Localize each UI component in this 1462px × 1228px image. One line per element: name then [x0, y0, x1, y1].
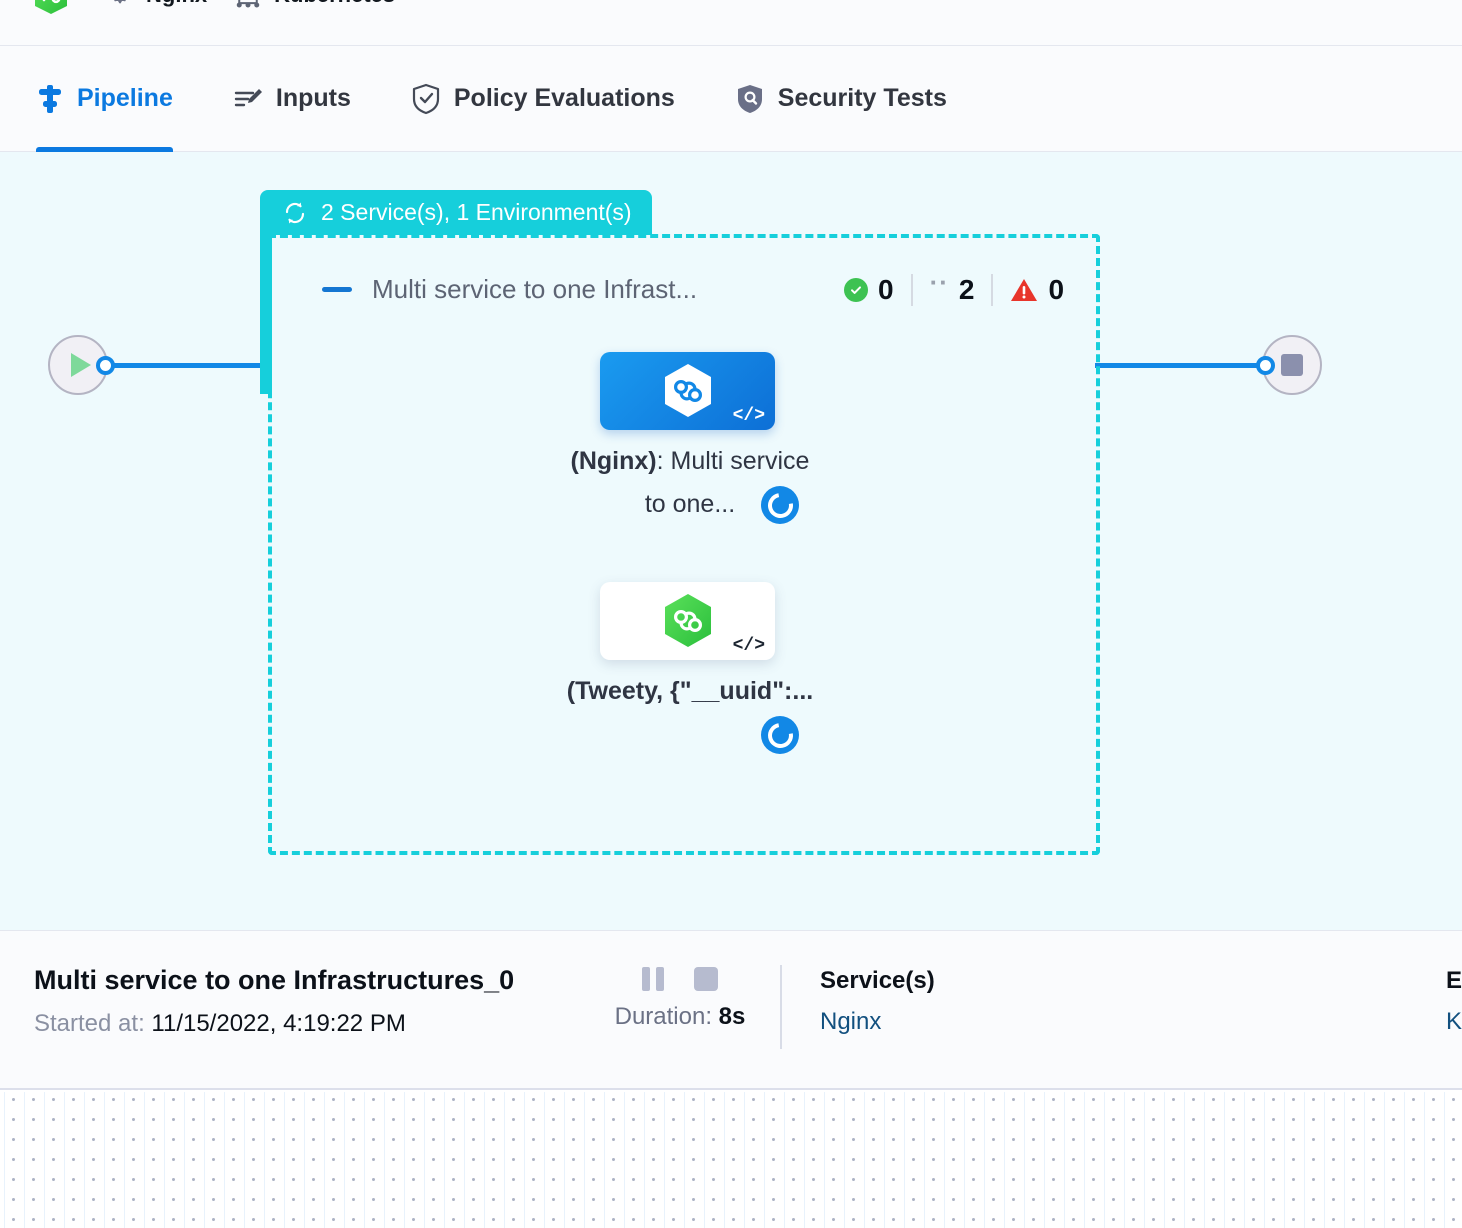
- stop-icon[interactable]: [694, 967, 718, 991]
- tab-label-policy-evaluations: Policy Evaluations: [453, 84, 675, 112]
- service-node-tweety-status-spinner-icon: [761, 716, 799, 754]
- status-error: 0: [991, 274, 1081, 306]
- code-brackets-icon: </>: [732, 406, 765, 426]
- tab-label-inputs: Inputs: [275, 84, 351, 112]
- stage-group-title-row: Multi service to one Infrast... 0 ·· 2: [322, 269, 1064, 306]
- status-running-count: 2: [958, 274, 975, 305]
- environments-heading: Envi: [1446, 967, 1462, 994]
- stage-status-counts: 0 ·· 2 0: [844, 269, 1081, 306]
- execution-controls: Duration: 8s: [580, 931, 780, 1031]
- tab-policy-evaluations[interactable]: Policy Evaluations: [411, 46, 699, 152]
- started-at-value: 11/15/2022, 4:19:22 PM: [151, 1010, 406, 1037]
- breadcrumb-item-logo[interactable]: [34, 0, 79, 14]
- gear-icon: [114, 0, 126, 4]
- stop-icon: [1281, 354, 1303, 376]
- stage-group-header-label: 2 Service(s), 1 Environment(s): [321, 199, 632, 225]
- environments-column: Envi Kub: [1408, 931, 1462, 1036]
- execution-started-at: Started at: 11/15/2022, 4:19:22 PM: [34, 1010, 580, 1038]
- harness-hexagon-icon: [664, 364, 711, 417]
- connector-group-to-end: [1095, 363, 1261, 368]
- service-node-nginx-label-rest: : Multi service to one...: [644, 447, 810, 518]
- dotted-grid-canvas[interactable]: [0, 1092, 1462, 1228]
- tab-inputs[interactable]: Inputs: [233, 46, 375, 152]
- environments-value-link[interactable]: Kub: [1446, 1008, 1462, 1035]
- check-circle-icon: [844, 278, 868, 302]
- code-brackets-icon: </>: [732, 636, 765, 656]
- pause-icon[interactable]: [642, 967, 664, 991]
- services-value-link[interactable]: Nginx: [820, 1008, 882, 1035]
- connector-start-to-group: [112, 363, 264, 368]
- breadcrumb-item-kubernetes[interactable]: Kubernetes: [233, 0, 395, 10]
- tab-pipeline[interactable]: Pipeline: [36, 46, 197, 152]
- pending-dots-icon: ··: [929, 267, 949, 297]
- service-node-tweety-label: (Tweety, {"__uuid":...: [560, 670, 820, 713]
- start-node-port[interactable]: [96, 356, 115, 375]
- services-column: Service(s) Nginx: [782, 931, 935, 1036]
- tab-security-tests[interactable]: Security Tests: [735, 46, 971, 152]
- status-running: ·· 2: [910, 269, 992, 306]
- execution-duration: Duration: 8s: [615, 1003, 746, 1031]
- stage-group-left-bar: [260, 212, 272, 394]
- status-success-count: 0: [878, 274, 894, 305]
- status-error-count: 0: [1048, 274, 1065, 305]
- warning-triangle-icon: [1011, 279, 1038, 301]
- breadcrumb-label-kubernetes: Kubernetes: [274, 0, 395, 8]
- pipeline-icon: [39, 84, 61, 113]
- service-node-tweety-label-bold: (Tweety, {"__uuid":...: [566, 677, 814, 705]
- status-success: 0: [844, 274, 911, 306]
- play-icon: [70, 353, 91, 377]
- execution-details-panel: Multi service to one Infrastructures_0 S…: [0, 930, 1462, 1090]
- stage-group-boundary[interactable]: [268, 234, 1100, 855]
- started-at-label: Started at:: [34, 1010, 145, 1037]
- duration-label: Duration:: [614, 1003, 712, 1030]
- service-node-tweety[interactable]: </>: [600, 582, 775, 660]
- shield-check-icon: [412, 83, 439, 114]
- kubernetes-icon: [236, 0, 260, 8]
- service-node-nginx-status-spinner-icon: [761, 486, 799, 524]
- execution-summary: Multi service to one Infrastructures_0 S…: [0, 931, 580, 1038]
- shield-scan-icon: [737, 84, 762, 113]
- breadcrumb-label-nginx: Nginx: [146, 0, 207, 8]
- breadcrumb-item-nginx[interactable]: Nginx: [105, 0, 207, 10]
- panel-divider: [780, 965, 782, 1049]
- stage-group-title: Multi service to one Infrast...: [372, 274, 698, 304]
- breadcrumb-bar: Nginx Kubernetes: [0, 0, 1462, 46]
- service-node-nginx-label: (Nginx): Multi service to one...: [560, 440, 820, 525]
- collapse-dash-icon[interactable]: [322, 287, 352, 292]
- execution-title: Multi service to one Infrastructures_0: [34, 965, 515, 995]
- service-node-nginx[interactable]: </>: [600, 352, 775, 430]
- pipeline-canvas[interactable]: 2 Service(s), 1 Environment(s) Multi ser…: [0, 152, 1462, 930]
- stage-group-header[interactable]: 2 Service(s), 1 Environment(s): [260, 190, 652, 235]
- loop-repeat-icon: [285, 202, 305, 223]
- services-heading: Service(s): [820, 967, 935, 994]
- service-node-nginx-label-bold: (Nginx): [570, 447, 657, 475]
- harness-hexagon-icon: [664, 594, 711, 647]
- duration-value: 8s: [718, 1003, 746, 1030]
- tab-label-pipeline: Pipeline: [77, 84, 173, 112]
- inputs-icon: [234, 88, 262, 106]
- end-node-port[interactable]: [1256, 356, 1275, 375]
- harness-hexagon-logo: [35, 0, 67, 14]
- tab-label-security-tests: Security Tests: [777, 84, 947, 112]
- tab-bar: Pipeline Inputs Policy Evaluations Secur…: [0, 46, 1462, 152]
